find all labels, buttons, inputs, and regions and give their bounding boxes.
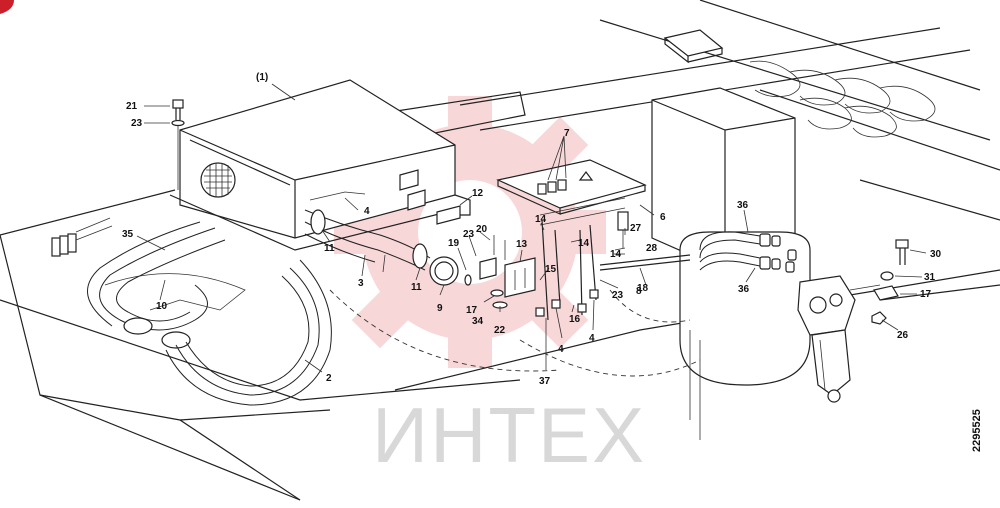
- part-9-vent: [429, 256, 459, 286]
- bolt-21: [171, 99, 185, 190]
- cable-piece-left: [51, 217, 113, 257]
- callout-36a: 36: [737, 200, 749, 211]
- callout-23c: 23: [612, 290, 624, 301]
- callout-35: 35: [122, 229, 134, 240]
- drawing-code: 2295525: [971, 409, 983, 452]
- callout-26: 26: [897, 330, 909, 341]
- callout-10: 10: [156, 301, 168, 312]
- callout-23b: 23: [463, 229, 475, 240]
- callout-13: 13: [516, 239, 528, 250]
- callout-14c: 14: [610, 249, 622, 260]
- callout-18: 18: [637, 283, 649, 294]
- leader-lines: [136, 83, 927, 373]
- hose-35-duct: [87, 221, 246, 349]
- callout-14b: 14: [578, 238, 590, 249]
- callout-20: 20: [476, 224, 488, 235]
- callout-1: (1): [256, 72, 268, 83]
- callout-36b: 36: [738, 284, 750, 295]
- callout-4c: 4: [589, 333, 595, 344]
- callout-31: 31: [924, 272, 936, 283]
- callout-17a: 17: [466, 305, 478, 316]
- callout-11a: 11: [324, 243, 335, 254]
- callout-12: 12: [472, 188, 484, 199]
- callout-2: 2: [326, 373, 332, 384]
- callout-3: 3: [358, 278, 364, 289]
- callout-15: 15: [545, 264, 557, 275]
- callout-27: 27: [630, 223, 642, 234]
- callout-4a: 4: [364, 206, 370, 217]
- callout-9: 9: [437, 303, 443, 314]
- callout-4b: 4: [558, 344, 564, 355]
- callout-34: 34: [472, 316, 484, 327]
- hose-3-duct: [304, 191, 431, 271]
- callout-16: 16: [569, 314, 581, 325]
- callout-22: 22: [494, 325, 506, 336]
- callout-23a: 23: [131, 118, 143, 129]
- callout-14a: 14: [535, 214, 547, 225]
- callout-8: 8: [636, 286, 642, 297]
- callout-21: 21: [126, 101, 138, 112]
- hose-2-duct: [165, 259, 332, 406]
- callout-30: 30: [930, 249, 942, 260]
- callout-19: 19: [448, 238, 460, 249]
- callout-37: 37: [539, 376, 551, 387]
- callout-28: 28: [646, 243, 658, 254]
- callout-17b: 17: [920, 289, 932, 300]
- valve-assembly: [797, 275, 881, 403]
- callout-7: 7: [564, 128, 570, 139]
- fasteners-right: [871, 239, 909, 325]
- callout-6: 6: [660, 212, 666, 223]
- hose-36-lines: [699, 231, 797, 273]
- callout-11b: 11: [411, 282, 422, 293]
- heater-unit-box: [169, 79, 471, 251]
- callout-numbers: (1) 2 3 4 4 4 6 7 8 9 10 11 11 12 13 14 …: [122, 72, 942, 387]
- corner-badge: [0, 0, 14, 14]
- watermark-text: ИНТЕХ: [372, 391, 646, 479]
- control-panel: [464, 159, 691, 321]
